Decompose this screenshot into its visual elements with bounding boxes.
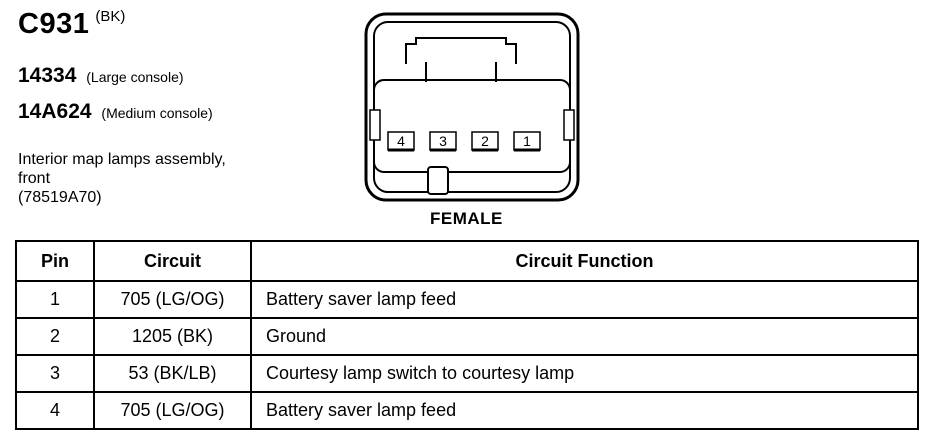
part-number: 14A624 bbox=[18, 100, 92, 123]
connector-housing-outer bbox=[364, 12, 580, 202]
function-cell: Battery saver lamp feed bbox=[250, 280, 919, 319]
pinout-table: Pin Circuit Circuit Function 1 705 (LG/O… bbox=[15, 240, 919, 430]
circuit-cell: 705 (LG/OG) bbox=[93, 391, 252, 430]
function-cell: Battery saver lamp feed bbox=[250, 391, 919, 430]
pin-label: 1 bbox=[523, 133, 531, 149]
side-notch bbox=[563, 109, 575, 141]
table-row: 1 705 (LG/OG) Battery saver lamp feed bbox=[15, 280, 919, 319]
part-note: (Medium console) bbox=[101, 105, 213, 121]
part-note: (Large console) bbox=[86, 69, 184, 85]
function-cell: Courtesy lamp switch to courtesy lamp bbox=[250, 354, 919, 393]
pin-cavity: 3 bbox=[429, 131, 457, 152]
function-cell: Ground bbox=[250, 317, 919, 356]
pin-cavity: 1 bbox=[513, 131, 541, 152]
part-number: 14334 bbox=[18, 64, 77, 87]
pin-label: 3 bbox=[439, 133, 447, 149]
description-line: front bbox=[18, 170, 51, 187]
connector-id: C931 (BK) bbox=[18, 8, 125, 41]
part-number-line: 14334 (Large console) bbox=[18, 64, 184, 88]
connector-face-diagram: 4 3 2 1 bbox=[364, 12, 580, 202]
circuit-cell: 705 (LG/OG) bbox=[93, 280, 252, 319]
table-header-row: Pin Circuit Circuit Function bbox=[15, 240, 919, 282]
connector-color: (BK) bbox=[95, 8, 126, 25]
part-number-line: 14A624 (Medium console) bbox=[18, 100, 213, 124]
component-description: Interior map lamps assembly, front (7851… bbox=[18, 150, 298, 207]
description-line: (78519A70) bbox=[18, 189, 102, 206]
pin-cell: 1 bbox=[15, 280, 95, 319]
table-row: 2 1205 (BK) Ground bbox=[15, 317, 919, 356]
connector-code: C931 bbox=[18, 8, 90, 40]
pin-cell: 2 bbox=[15, 317, 95, 356]
pin-label: 2 bbox=[481, 133, 489, 149]
column-header-pin: Pin bbox=[15, 240, 95, 282]
pin-cavity: 4 bbox=[387, 131, 415, 152]
table-row: 4 705 (LG/OG) Battery saver lamp feed bbox=[15, 391, 919, 430]
connector-gender-label: FEMALE bbox=[430, 209, 503, 228]
pin-cavity-body bbox=[373, 79, 571, 173]
pin-cell: 4 bbox=[15, 391, 95, 430]
circuit-cell: 1205 (BK) bbox=[93, 317, 252, 356]
circuit-cell: 53 (BK/LB) bbox=[93, 354, 252, 393]
connector-key bbox=[427, 166, 449, 195]
column-header-function: Circuit Function bbox=[250, 240, 919, 282]
pin-cavity: 2 bbox=[471, 131, 499, 152]
description-line: Interior map lamps assembly, bbox=[18, 151, 226, 168]
pin-label: 4 bbox=[397, 133, 405, 149]
pin-cell: 3 bbox=[15, 354, 95, 393]
side-notch bbox=[369, 109, 381, 141]
column-header-circuit: Circuit bbox=[93, 240, 252, 282]
connector-housing-inner bbox=[373, 21, 571, 193]
table-row: 3 53 (BK/LB) Courtesy lamp switch to cou… bbox=[15, 354, 919, 393]
connector-latch bbox=[405, 37, 517, 64]
